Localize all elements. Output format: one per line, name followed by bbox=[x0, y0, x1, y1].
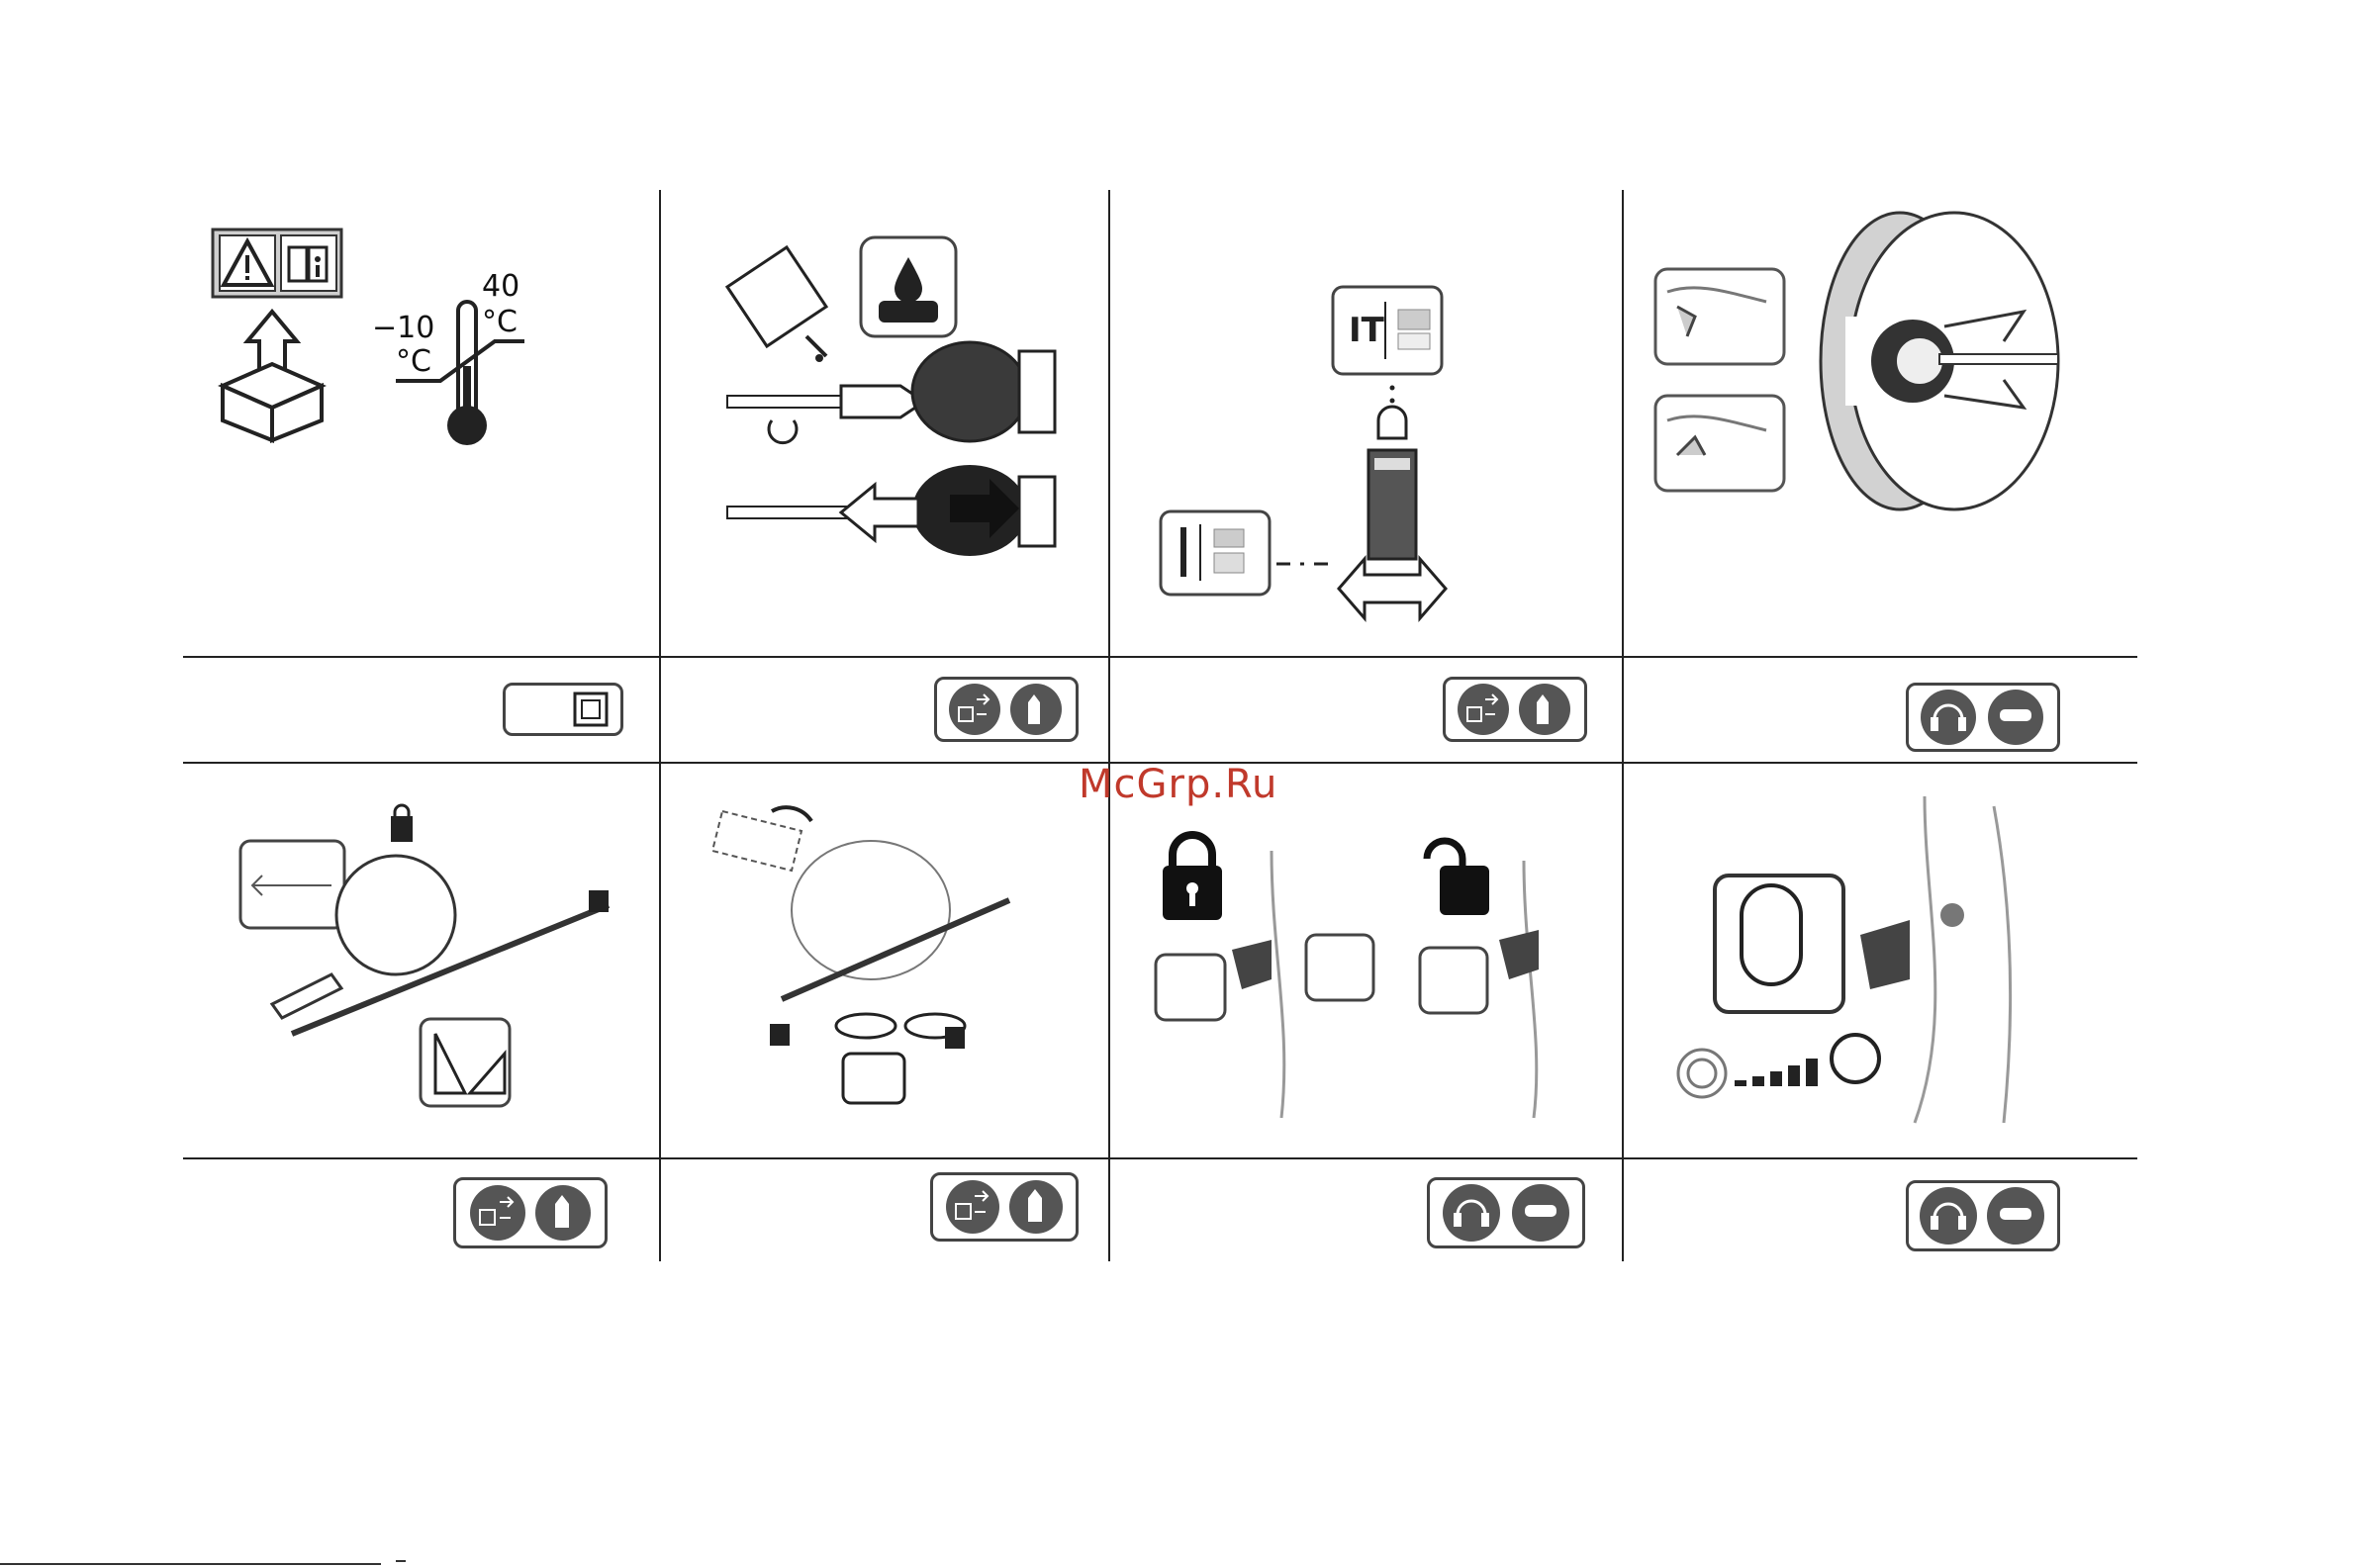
unplug-gloves-icon bbox=[937, 680, 1076, 739]
ear-eye-protection-icon bbox=[1909, 686, 2057, 749]
divider bbox=[183, 656, 2137, 658]
footer-mark bbox=[396, 1560, 406, 1562]
unplug-gloves-badge bbox=[1443, 677, 1587, 742]
divider bbox=[183, 1157, 2137, 1159]
ear-eye-protection-icon bbox=[1430, 1180, 1582, 1245]
temperature-low-label: −10 bbox=[372, 311, 434, 345]
mode-selector-icon: IT bbox=[1161, 287, 1446, 618]
speed-control-icon bbox=[1678, 796, 2011, 1123]
rotation-illustration bbox=[1648, 198, 2113, 534]
mode-selector-illustration: IT bbox=[1153, 282, 1469, 638]
divider bbox=[659, 190, 661, 1261]
unplug-gloves-icon bbox=[1446, 680, 1584, 739]
insert-bit-illustration bbox=[703, 228, 1059, 564]
divider bbox=[1108, 190, 1110, 1261]
speed-control-illustration bbox=[1657, 786, 2113, 1133]
double-insulation-icon bbox=[506, 686, 620, 733]
temperature-low-unit: °C bbox=[396, 344, 431, 379]
unplug-gloves-icon bbox=[933, 1175, 1076, 1239]
unpack-box-icon bbox=[223, 312, 322, 440]
unplug-gloves-icon bbox=[456, 1180, 605, 1245]
grease-tube-icon bbox=[727, 237, 956, 362]
ear-eye-protection-icon bbox=[1909, 1183, 2057, 1248]
watermark-text: McGrp.Ru bbox=[1079, 762, 1277, 807]
rotation-direction-icon bbox=[1655, 213, 2058, 509]
divider bbox=[1622, 190, 1624, 1261]
ear-eye-protection-badge bbox=[1906, 1180, 2060, 1251]
temperature-high-label: 40 bbox=[482, 269, 519, 304]
depth-stop-icon bbox=[240, 805, 609, 1106]
unplug-gloves-badge bbox=[930, 1172, 1079, 1242]
svg-text:IT: IT bbox=[1349, 311, 1385, 350]
footer-rule bbox=[0, 1563, 381, 1565]
ear-eye-protection-badge bbox=[1427, 1177, 1585, 1248]
drill-bit-insert-icon bbox=[727, 386, 924, 443]
double-insulation-badge bbox=[503, 683, 623, 736]
depth-stop-illustration bbox=[233, 796, 628, 1123]
auxiliary-handle-icon bbox=[712, 807, 1009, 1103]
unplug-gloves-badge bbox=[453, 1177, 608, 1248]
auxiliary-handle-illustration bbox=[703, 772, 1079, 1118]
trigger-lock-illustration bbox=[1148, 831, 1603, 1128]
warning-manual-icon bbox=[213, 230, 341, 297]
trigger-lock-icon bbox=[1156, 835, 1539, 1118]
temperature-high-unit: °C bbox=[482, 305, 518, 339]
unplug-gloves-badge bbox=[934, 677, 1079, 742]
ear-eye-protection-badge bbox=[1906, 683, 2060, 752]
chuck-icon bbox=[727, 342, 1055, 556]
